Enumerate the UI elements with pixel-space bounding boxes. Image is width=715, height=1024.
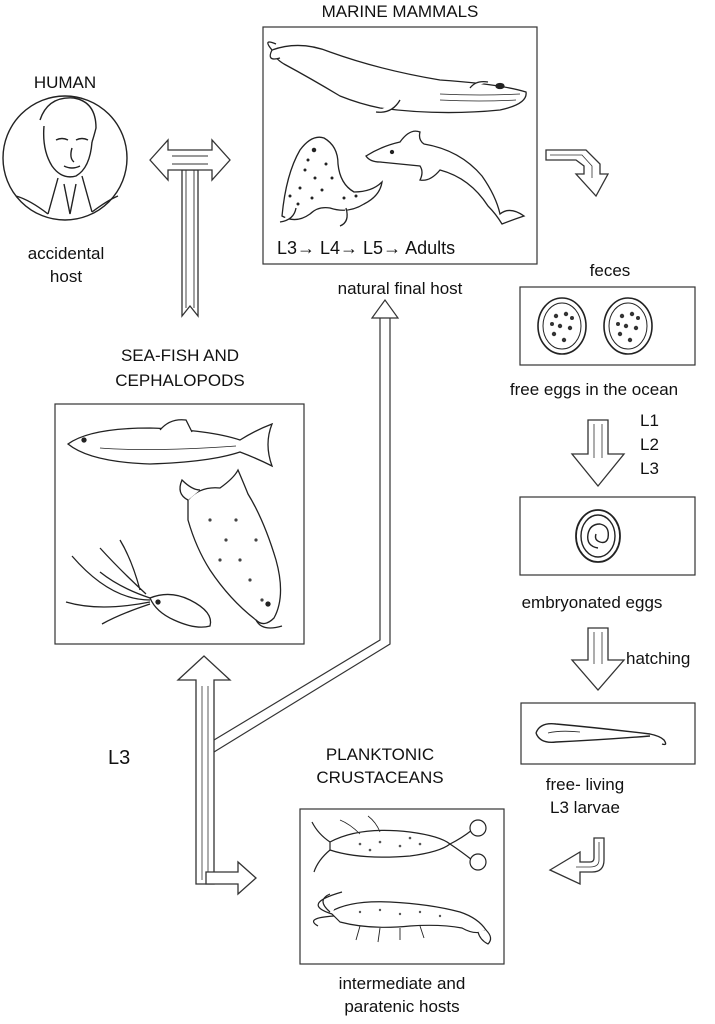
marine-mammals-title: MARINE MAMMALS xyxy=(321,2,479,21)
fish-title-line2: CEPHALOPODS xyxy=(115,371,245,390)
marine-mammals-role: natural final host xyxy=(337,279,463,298)
fish-title-line1: SEA-FISH AND xyxy=(120,346,240,365)
hatching-arrow xyxy=(570,627,626,691)
crustacean-to-mammal-line xyxy=(213,298,400,753)
crustaceans-role-line1: intermediate and xyxy=(338,974,466,993)
mammals-to-feces-arrow xyxy=(545,149,610,198)
embryonated-label: embryonated eggs xyxy=(521,593,663,612)
crustaceans-role-line2: paratenic hosts xyxy=(344,997,460,1016)
salmon-icon xyxy=(179,468,283,629)
larval-stage-l3: L3 xyxy=(640,459,659,478)
copepod-icon xyxy=(311,815,487,873)
human-role-line1: accidental xyxy=(27,244,105,263)
feces-label: feces xyxy=(589,261,631,280)
human-role-line2: host xyxy=(49,267,83,286)
seal-icon xyxy=(279,136,383,227)
free-eggs-label: free eggs in the ocean xyxy=(509,380,679,399)
free-living-line2: L3 larvae xyxy=(550,798,620,817)
larva-icon xyxy=(535,723,667,746)
crustaceans-title-line2: CRUSTACEANS xyxy=(316,768,444,787)
larva-box xyxy=(520,702,696,765)
egg-icon xyxy=(603,297,653,355)
development-arrow xyxy=(570,419,626,488)
human-transfer-arrow xyxy=(149,138,231,318)
crustaceans-title-line1: PLANKTONIC xyxy=(325,745,435,764)
free-living-line1: free- living xyxy=(545,775,625,794)
embryonated-egg-icon xyxy=(575,509,621,563)
hatching-label: hatching xyxy=(626,649,691,668)
dolphin-icon xyxy=(365,130,526,225)
whale-icon xyxy=(267,41,527,114)
larval-stage-l1: L1 xyxy=(640,411,659,430)
human-title: HUMAN xyxy=(33,73,97,92)
human-portrait-icon xyxy=(2,95,128,221)
squid-icon xyxy=(65,539,212,628)
l3-transfer-arrow xyxy=(176,655,257,896)
mammal-stages: L3→ L4→ L5→ Adults xyxy=(277,238,455,258)
larval-stage-l2: L2 xyxy=(640,435,659,454)
herring-icon xyxy=(66,419,274,468)
l3-label: L3 xyxy=(108,747,131,769)
shrimp-icon xyxy=(313,891,492,945)
larva-to-crustaceans-arrow xyxy=(548,837,605,886)
egg-icon xyxy=(537,297,587,355)
